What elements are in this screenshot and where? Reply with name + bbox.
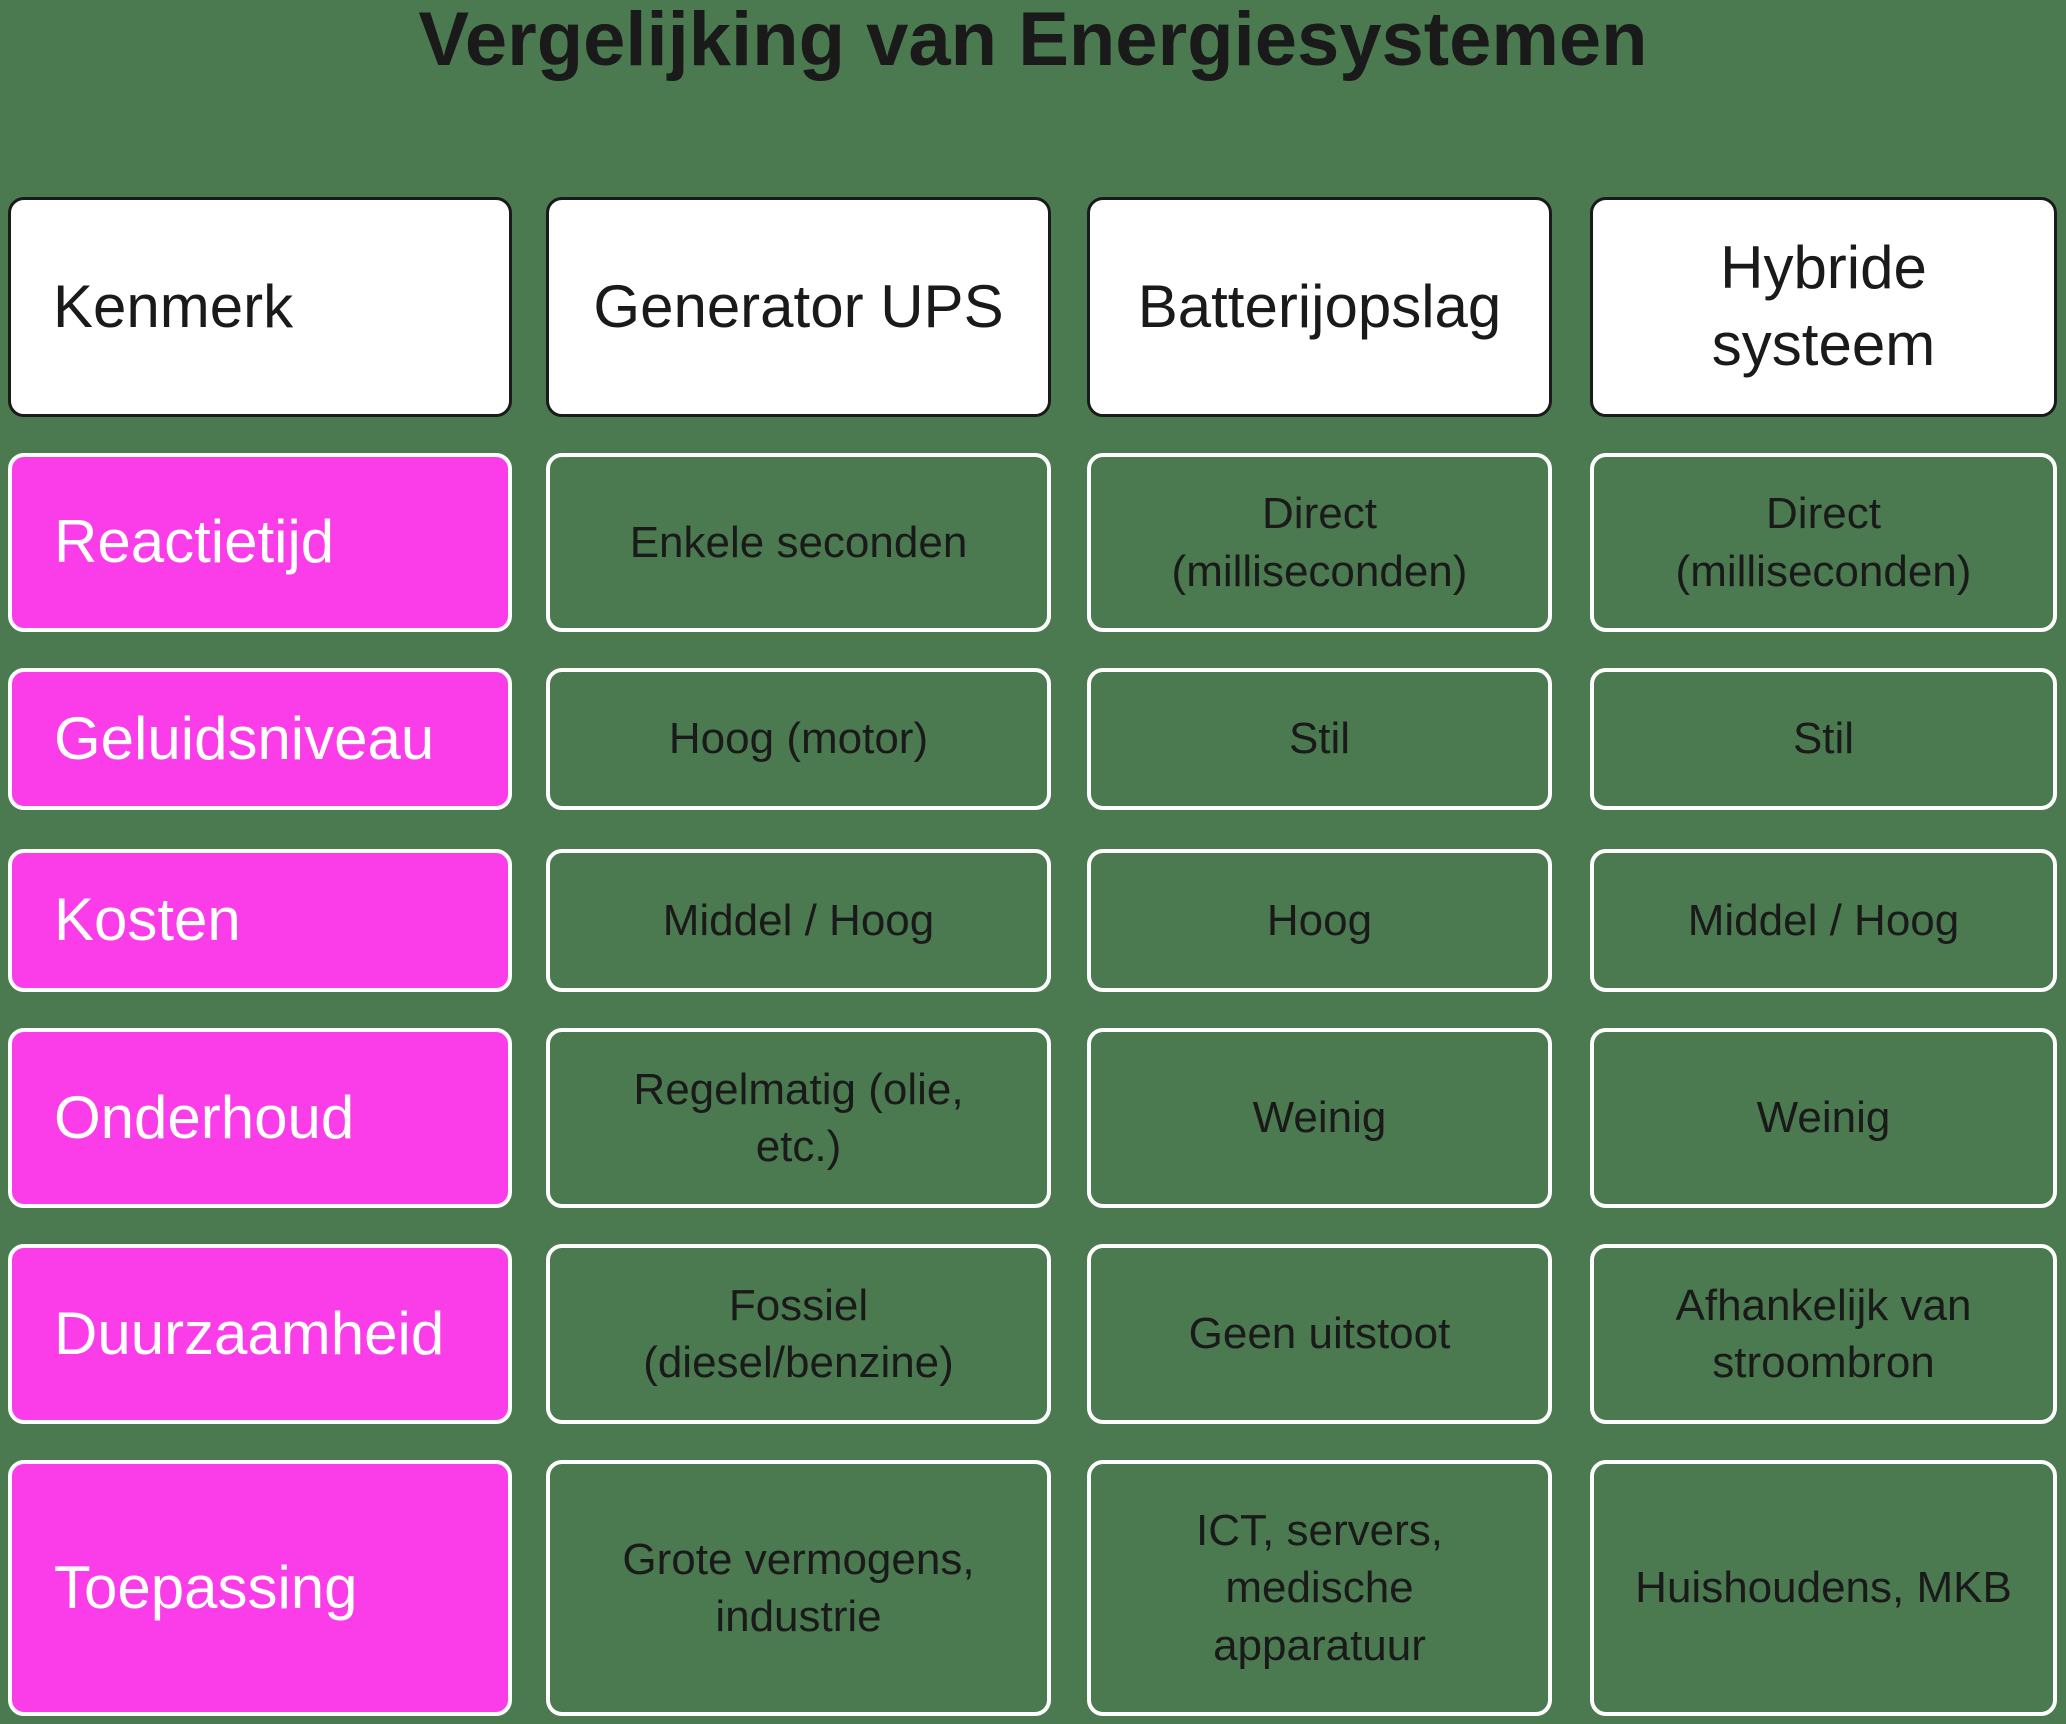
row-label-toepassing: Toepassing xyxy=(8,1460,512,1716)
header-generator-ups: Generator UPS xyxy=(546,197,1051,417)
cell-reactietijd-generator-ups: Enkele seconden xyxy=(546,453,1051,632)
row-label-duurzaamheid: Duurzaamheid xyxy=(8,1244,512,1424)
cell-reactietijd-batterijopslag: Direct (milliseconden) xyxy=(1087,453,1552,632)
cell-kosten-generator-ups: Middel / Hoog xyxy=(546,849,1051,992)
header-hybride-systeem: Hybride systeem xyxy=(1590,197,2057,417)
cell-reactietijd-hybride-systeem: Direct (milliseconden) xyxy=(1590,453,2057,632)
cell-onderhoud-hybride-systeem: Weinig xyxy=(1590,1028,2057,1208)
cell-duurzaamheid-generator-ups: Fossiel (diesel/benzine) xyxy=(546,1244,1051,1424)
cell-kosten-batterijopslag: Hoog xyxy=(1087,849,1552,992)
cell-duurzaamheid-batterijopslag: Geen uitstoot xyxy=(1087,1244,1552,1424)
row-label-kosten: Kosten xyxy=(8,849,512,992)
cell-duurzaamheid-hybride-systeem: Afhankelijk van stroombron xyxy=(1590,1244,2057,1424)
cell-geluidsniveau-batterijopslag: Stil xyxy=(1087,668,1552,810)
cell-toepassing-batterijopslag: ICT, servers, medische apparatuur xyxy=(1087,1460,1552,1716)
cell-toepassing-hybride-systeem: Huishoudens, MKB xyxy=(1590,1460,2057,1716)
cell-geluidsniveau-hybride-systeem: Stil xyxy=(1590,668,2057,810)
row-label-onderhoud: Onderhoud xyxy=(8,1028,512,1208)
diagram-title: Vergelijking van Energiesystemen xyxy=(418,0,1648,82)
cell-kosten-hybride-systeem: Middel / Hoog xyxy=(1590,849,2057,992)
cell-toepassing-generator-ups: Grote vermogens, industrie xyxy=(546,1460,1051,1716)
cell-onderhoud-batterijopslag: Weinig xyxy=(1087,1028,1552,1208)
cell-onderhoud-generator-ups: Regelmatig (olie, etc.) xyxy=(546,1028,1051,1208)
cell-geluidsniveau-generator-ups: Hoog (motor) xyxy=(546,668,1051,810)
header-kenmerk: Kenmerk xyxy=(8,197,512,417)
header-batterijopslag: Batterijopslag xyxy=(1087,197,1552,417)
row-label-reactietijd: Reactietijd xyxy=(8,453,512,632)
row-label-geluidsniveau: Geluidsniveau xyxy=(8,668,512,810)
